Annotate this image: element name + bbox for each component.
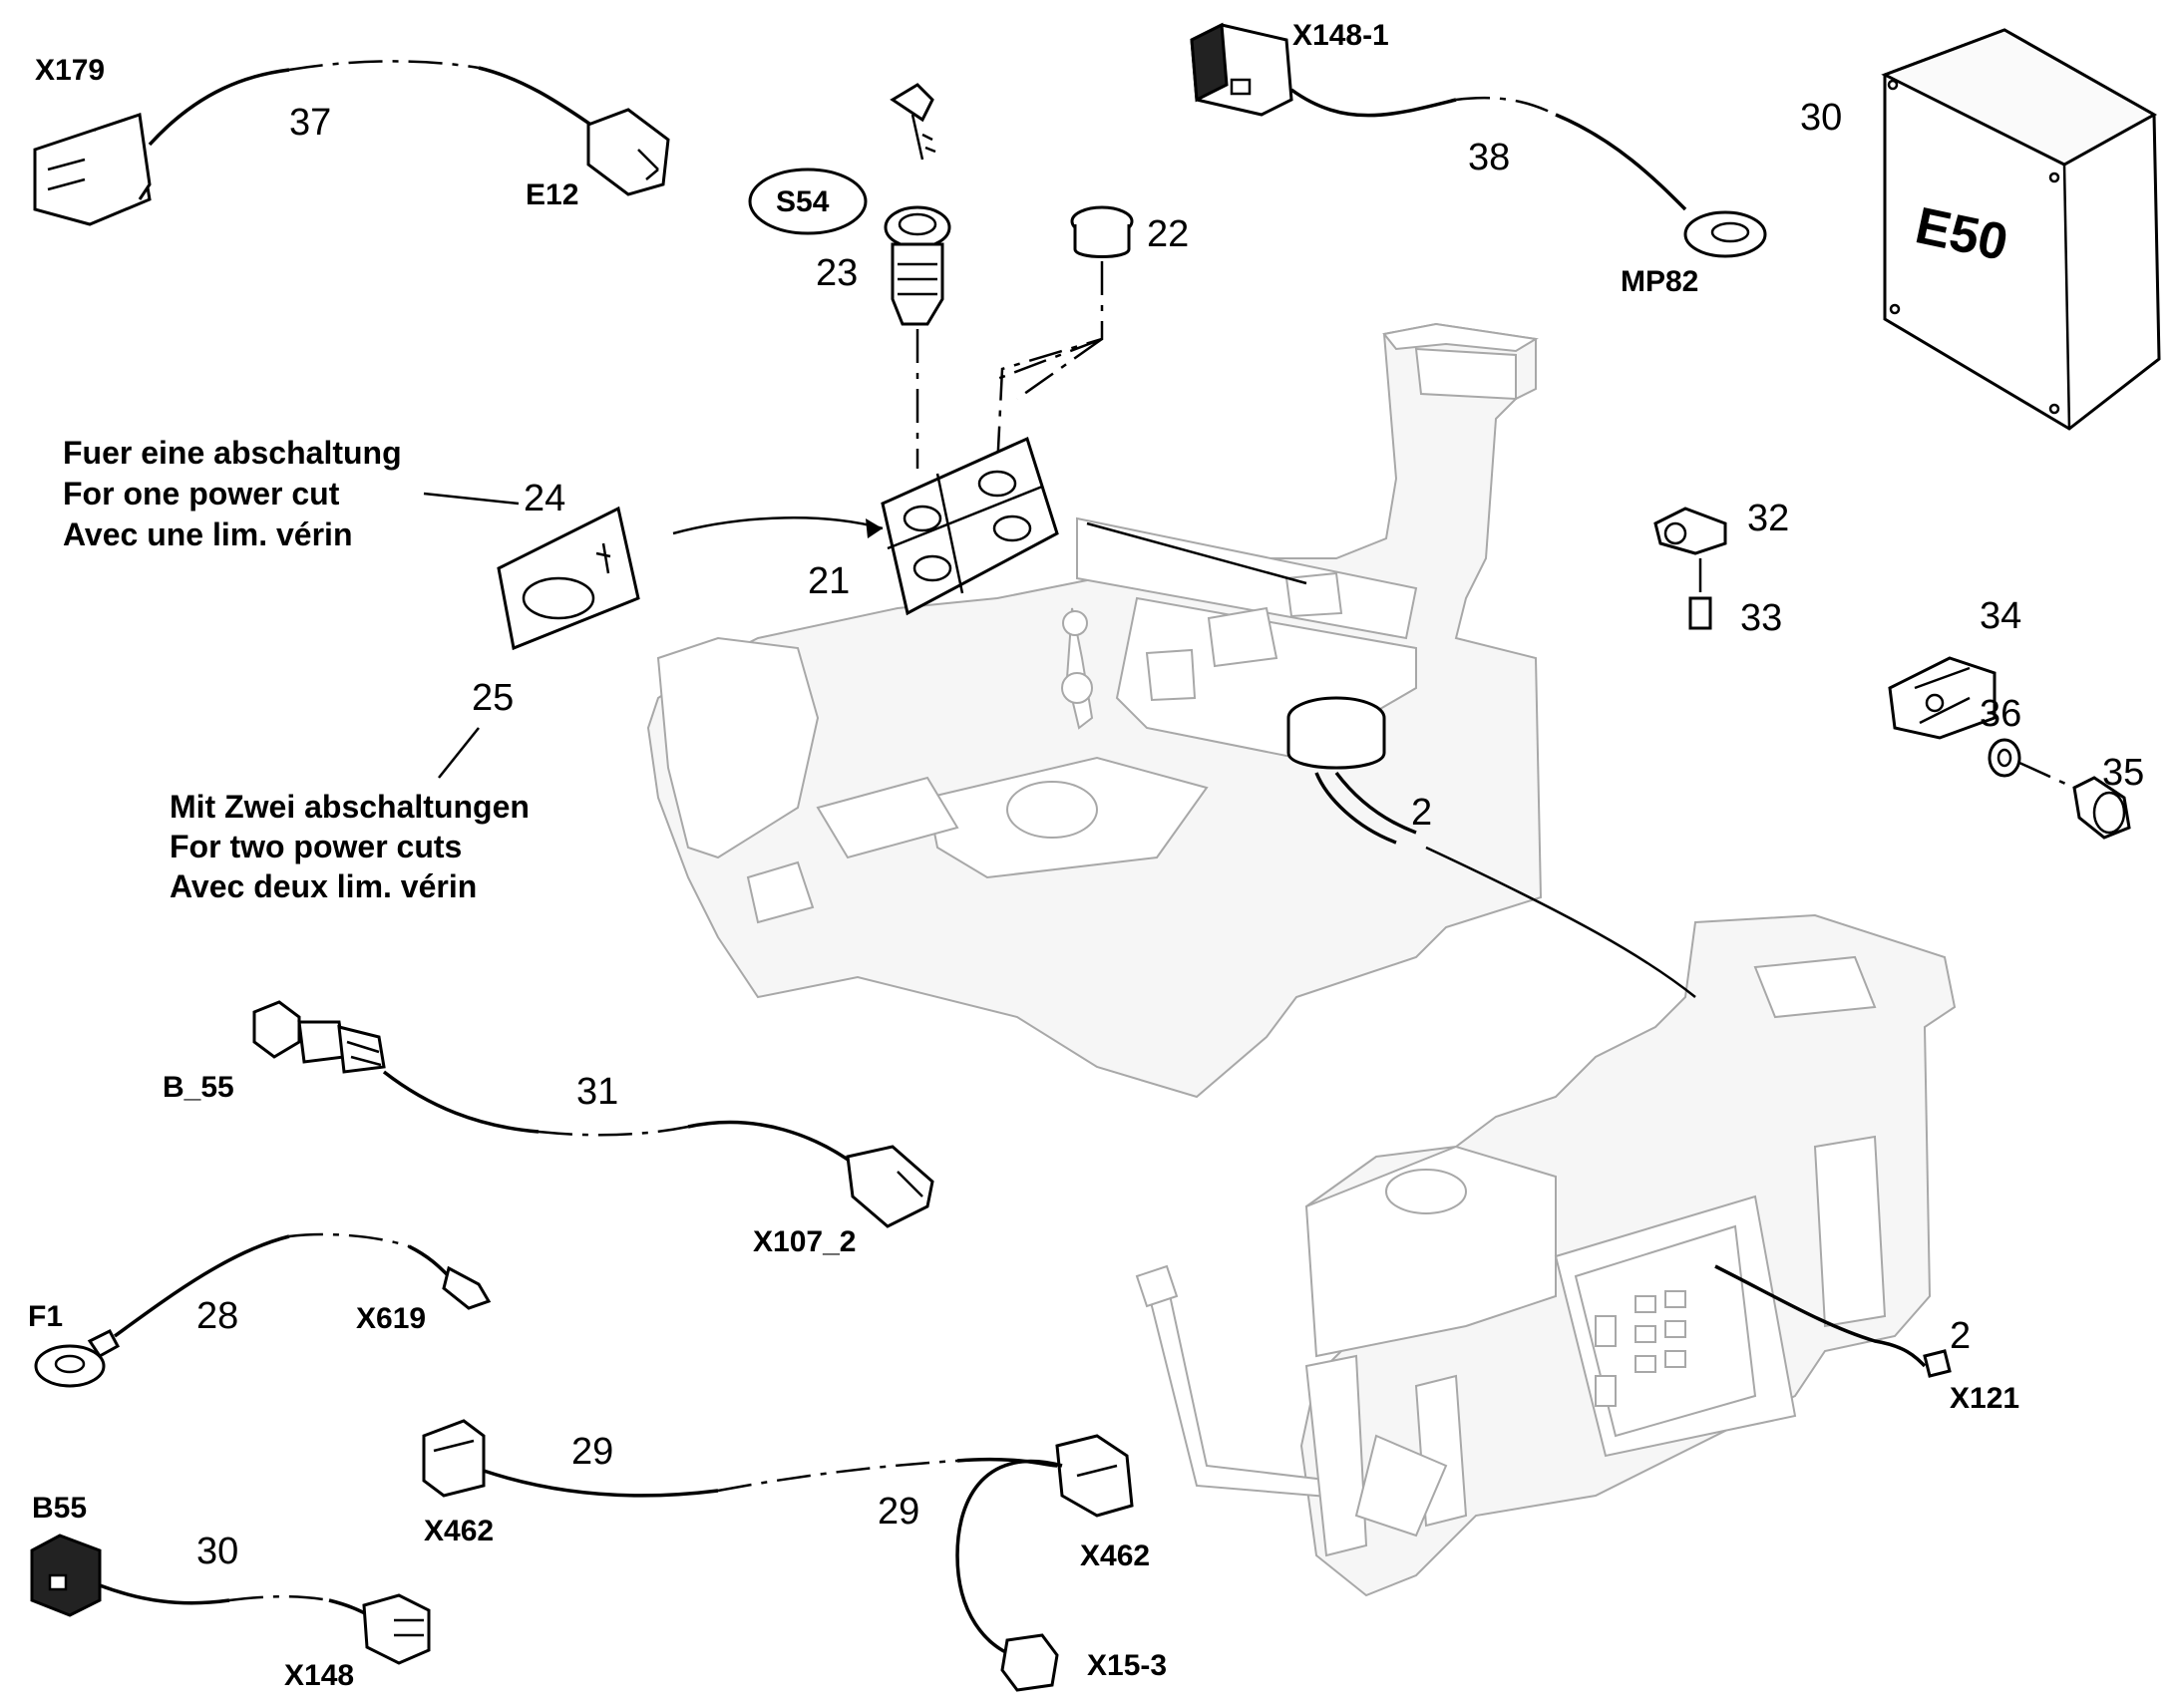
label-36: 36 — [1980, 693, 2021, 735]
key-switch-s54 — [748, 83, 951, 469]
label-x148: X148 — [284, 1659, 354, 1692]
console-upper-ghost — [646, 322, 1543, 1099]
label-x148-1: X148-1 — [1292, 19, 1389, 52]
note-two-cuts-en: For two power cuts — [170, 829, 462, 864]
note-one-cut-fr: Avec une lim. vérin — [63, 516, 352, 552]
note-one-cut-en: For one power cut — [63, 476, 340, 512]
note-two-cuts-de: Mit Zwei abschaltungen — [170, 789, 530, 825]
label-24: 24 — [524, 478, 565, 519]
label-b_55: B_55 — [163, 1071, 234, 1104]
label-2-top: 2 — [1411, 792, 1432, 834]
note-two-cuts-fr: Avec deux lim. vérin — [170, 868, 477, 904]
harness-29 — [422, 1419, 1134, 1692]
harness-37 — [33, 60, 670, 226]
label-x179: X179 — [35, 54, 105, 87]
console-lower-ghost — [1135, 913, 1957, 1597]
bracket-34-36-35 — [1888, 656, 2131, 840]
label-28: 28 — [196, 1295, 238, 1337]
harness-30 — [30, 1534, 431, 1665]
label-23: 23 — [816, 252, 858, 294]
label-x619: X619 — [356, 1302, 426, 1335]
labels: X179 37 E12 S54 23 22 X148-1 38 MP82 30 … — [28, 19, 2144, 1692]
label-21: 21 — [808, 560, 850, 602]
label-s54: S54 — [776, 185, 830, 218]
harness-31 — [252, 1000, 934, 1228]
label-33: 33 — [1740, 597, 1782, 639]
label-35: 35 — [2102, 752, 2144, 794]
harness-38 — [1190, 22, 1767, 258]
label-30-bottom: 30 — [196, 1531, 238, 1572]
label-x462-left: X462 — [424, 1515, 494, 1547]
label-37: 37 — [289, 102, 331, 144]
label-x121: X121 — [1950, 1382, 2019, 1415]
label-32: 32 — [1747, 498, 1789, 539]
label-x462-right: X462 — [1080, 1539, 1150, 1572]
label-29-a: 29 — [571, 1431, 613, 1473]
label-mp82: MP82 — [1621, 265, 1698, 298]
switch-plate-21 — [672, 436, 1307, 616]
buzzer-2 — [1286, 696, 1952, 1378]
label-2-bottom: 2 — [1950, 1315, 1971, 1357]
label-e12: E12 — [526, 178, 578, 211]
label-x15-3: X15-3 — [1087, 1649, 1167, 1682]
clip-32-screw-33 — [1653, 507, 1727, 630]
label-f1: F1 — [28, 1300, 63, 1333]
label-x107_2: X107_2 — [753, 1225, 856, 1258]
label-31: 31 — [576, 1071, 618, 1113]
label-34: 34 — [1980, 595, 2021, 637]
harness-28 — [34, 1232, 492, 1388]
label-29-b: 29 — [878, 1491, 919, 1533]
note-one-cut-de: Fuer eine abschaltung — [63, 435, 402, 471]
plate-24-25 — [423, 492, 640, 779]
label-22: 22 — [1147, 213, 1189, 255]
blanking-plug-22 — [995, 205, 1134, 470]
label-b55: B55 — [32, 1492, 87, 1525]
control-box-e50 — [1881, 28, 2161, 431]
label-25: 25 — [472, 677, 514, 719]
label-30-top: 30 — [1800, 97, 1842, 139]
label-38: 38 — [1468, 137, 1510, 178]
